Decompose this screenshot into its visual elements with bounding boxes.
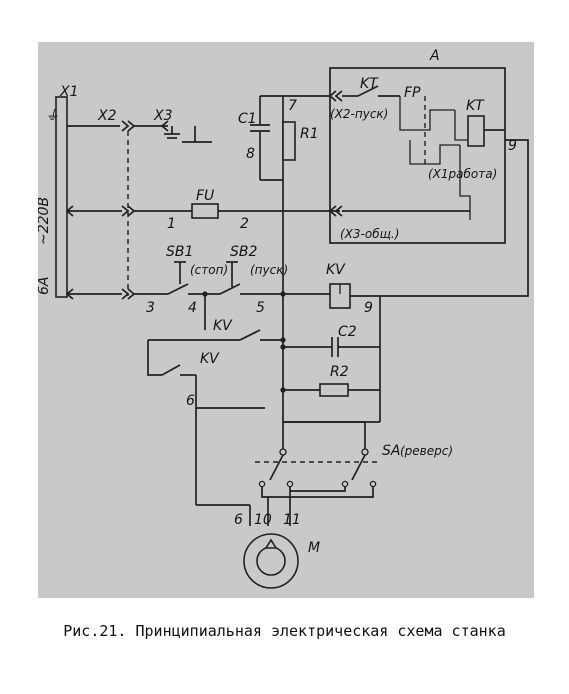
wire-kv2-left xyxy=(147,340,162,376)
node-10: 10 xyxy=(254,512,272,528)
label-kv-coil: KV xyxy=(326,262,346,278)
sa-cross-wire-a xyxy=(261,487,374,498)
sa-contact-b xyxy=(286,480,294,488)
sa-terminal-1 xyxy=(279,448,287,456)
label-c1: C1 xyxy=(238,111,257,127)
fuse-fu xyxy=(191,203,219,219)
sb2-contact xyxy=(219,283,241,295)
label-x2: X2 xyxy=(97,108,117,124)
connector-x2-start-b xyxy=(334,90,343,102)
block-a xyxy=(329,67,506,244)
label-current: 6А xyxy=(38,277,52,295)
label-ground: ⏚ xyxy=(45,108,59,124)
connector-x3 xyxy=(160,120,169,132)
fp-return xyxy=(459,145,471,220)
node-1: 1 xyxy=(167,216,176,232)
label-sa-note: (реверс) xyxy=(400,444,453,458)
arrow-l1 xyxy=(65,205,74,217)
sb1-contact xyxy=(167,283,189,295)
sa-contact-d xyxy=(369,480,377,488)
kv-contact-1-blade xyxy=(239,329,261,341)
sa-blade-1 xyxy=(269,454,284,481)
label-kv-contact-1: KV xyxy=(213,318,233,334)
label-x2-start: (X2-пуск) xyxy=(330,107,388,121)
connector-x2-l3 xyxy=(121,288,130,300)
label-voltage: ~220В xyxy=(38,197,52,245)
resistor-r2 xyxy=(319,383,349,397)
label-fu: FU xyxy=(196,188,214,204)
node-2: 2 xyxy=(240,216,249,232)
node-11: 11 xyxy=(283,512,301,528)
label-block-a: A xyxy=(429,48,440,64)
kt-coil-wire xyxy=(454,110,468,141)
connector-x2-l1 xyxy=(121,205,130,217)
kt-contact-blade xyxy=(357,85,379,97)
fp-wire-b xyxy=(409,140,460,165)
node-9-upper: 9 xyxy=(508,138,517,154)
sa-terminal-2 xyxy=(361,448,369,456)
node-7: 7 xyxy=(288,98,297,114)
connector-x3-common-b xyxy=(334,205,343,217)
connector-x2-ground xyxy=(121,120,130,132)
relay-coil-kt xyxy=(467,115,485,147)
kv-contact-2-blade xyxy=(161,364,181,376)
label-x1: X1 xyxy=(59,84,79,100)
junction-c2 xyxy=(280,344,286,350)
node-8: 8 xyxy=(246,146,255,162)
node-6-lower: 6 xyxy=(234,512,243,528)
label-sb2: SB2 xyxy=(230,244,257,260)
motor-rotor xyxy=(256,546,286,576)
label-r1: R1 xyxy=(300,126,319,142)
wire-node9-return xyxy=(380,139,529,297)
junction-r2 xyxy=(280,387,286,393)
connector-x2-start xyxy=(328,90,337,102)
label-x3-common: (X3-общ.) xyxy=(340,227,399,241)
label-sa: SA xyxy=(382,443,400,459)
fp-wire-a xyxy=(399,96,455,131)
label-x3: X3 xyxy=(153,108,173,124)
motor-delta-symbol xyxy=(264,538,278,549)
label-kv-contact-2: KV xyxy=(200,351,220,367)
arrow-l3 xyxy=(65,288,74,300)
sa-contact-a xyxy=(258,480,266,488)
node-4: 4 xyxy=(188,300,197,316)
label-sb2-note: (пуск) xyxy=(250,263,288,277)
schematic-diagram: X1 ⏚ ~220В 6А X2 X3 1 FU 2 3 SB1 (стоп) … xyxy=(38,48,529,589)
sa-contact-c xyxy=(341,480,349,488)
terminal-block-x1 xyxy=(55,96,68,298)
label-sb1-note: (стоп) xyxy=(190,263,228,277)
connector-x3-common xyxy=(328,205,337,217)
label-x1-work: (X1работа) xyxy=(428,167,497,181)
label-sb1: SB1 xyxy=(166,244,193,260)
resistor-r1 xyxy=(282,121,296,161)
junction-kv1 xyxy=(280,337,286,343)
node-5: 5 xyxy=(256,300,265,316)
figure-caption: Рис.21. Принципиальная электрическая схе… xyxy=(63,622,506,640)
node-6-upper: 6 xyxy=(186,393,195,409)
sa-cross-wire-b xyxy=(289,487,346,492)
label-kt-coil: KT xyxy=(466,98,485,114)
label-fp: FP xyxy=(404,85,421,101)
schematic-scan: X1 ⏚ ~220В 6А X2 X3 1 FU 2 3 SB1 (стоп) … xyxy=(38,42,534,598)
label-motor: M xyxy=(308,540,320,556)
label-c2: C2 xyxy=(338,324,357,340)
sa-blade-2 xyxy=(351,454,366,481)
node-9-lower: 9 xyxy=(364,300,373,316)
node-3: 3 xyxy=(146,300,155,316)
label-r2: R2 xyxy=(330,364,349,380)
